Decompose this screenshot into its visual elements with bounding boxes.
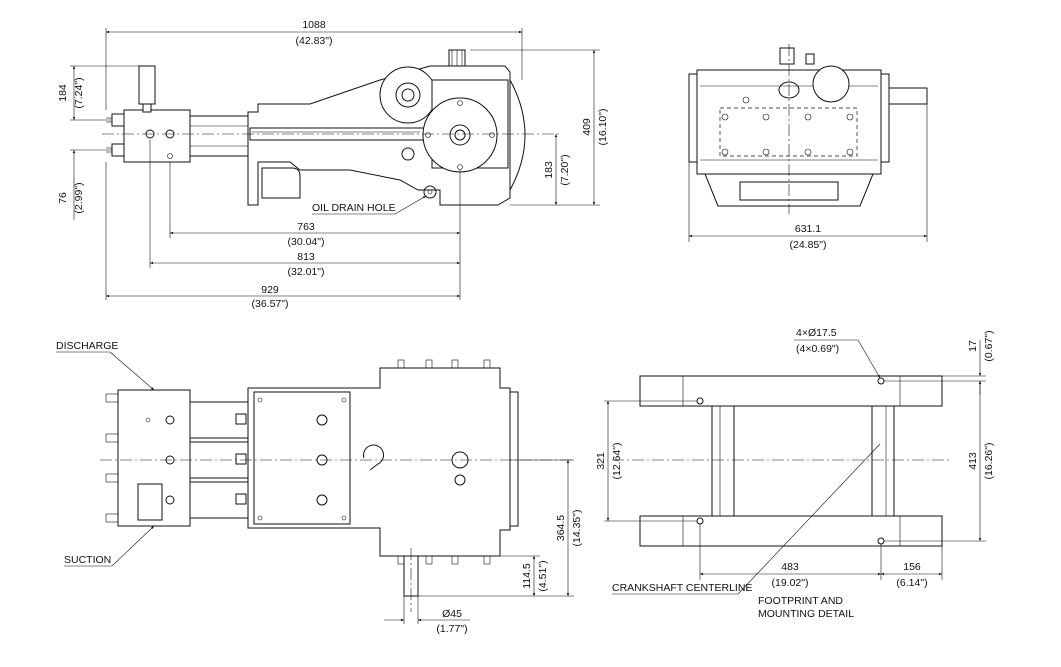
dim-321-mm: 321	[595, 452, 607, 470]
dim-183-mm: 183	[543, 161, 555, 179]
dim-114-mm: 114.5	[521, 563, 533, 589]
top-view	[100, 359, 572, 612]
dim-763-mm: 763	[297, 221, 315, 233]
dim-483-in: (19.02")	[772, 577, 809, 589]
dim-114-in: (4.51")	[537, 560, 549, 591]
dim-156-mm: 156	[903, 561, 921, 573]
dim-763-in: (30.04")	[288, 236, 325, 248]
dim-156-in: (6.14")	[896, 577, 927, 589]
shaft-dia-mm: Ø45	[442, 608, 462, 620]
dim-17-mm: 17	[967, 340, 979, 352]
dim-1088-in: (42.83")	[296, 35, 333, 47]
dim-76-in: (2.99")	[73, 182, 85, 213]
footprint-dimensions: 4×Ø17.5 (4×0.69") 17 (0.67") 413 (16.26"…	[595, 327, 995, 620]
dim-364-mm: 364.5	[555, 515, 567, 541]
side-view	[102, 49, 560, 206]
footprint-label-1: FOOTPRINT AND	[758, 595, 843, 607]
footprint-label-2: MOUNTING DETAIL	[758, 608, 854, 620]
dim-17-in: (0.67")	[983, 330, 995, 361]
dim-184-in: (7.24")	[73, 77, 85, 108]
dim-813-in: (32.01")	[288, 266, 325, 278]
side-view-dimensions	[70, 28, 600, 300]
dim-321-in: (12.64")	[611, 443, 623, 480]
dim-76-mm: 76	[57, 192, 69, 204]
dim-929-mm: 929	[261, 284, 279, 296]
hole-spec-mm: 4×Ø17.5	[796, 327, 837, 339]
dim-413-mm: 413	[967, 452, 979, 470]
suction-label: SUCTION	[64, 554, 111, 566]
oil-drain-label: OIL DRAIN HOLE	[312, 202, 396, 214]
dim-409-mm: 409	[581, 118, 593, 136]
dim-409-in: (16.10")	[597, 109, 609, 146]
discharge-label: DISCHARGE	[56, 340, 118, 352]
dim-1088-mm: 1088	[302, 19, 326, 31]
dim-483-mm: 483	[781, 561, 799, 573]
end-view	[688, 44, 928, 214]
side-view-dim-text: 1088 (42.83") 184 (7.24") 76 (2.99") 183…	[57, 19, 609, 310]
shaft-dia-in: (1.77")	[436, 623, 467, 635]
dim-413-in: (16.26")	[983, 443, 995, 480]
crankshaft-label: CRANKSHAFT CENTERLINE	[612, 582, 752, 594]
dim-813-mm: 813	[297, 251, 315, 263]
footprint-view	[612, 375, 950, 547]
end-view-dimensions: 631.1 (24.85")	[688, 104, 928, 251]
hole-spec-in: (4×0.69")	[796, 343, 839, 355]
dim-929-in: (36.57")	[252, 298, 289, 310]
dim-364-in: (14.35")	[571, 510, 583, 547]
dim-631-mm: 631.1	[795, 223, 821, 235]
dim-631-in: (24.85")	[790, 239, 827, 251]
dim-184-mm: 184	[57, 84, 69, 102]
top-view-dimensions: 364.5 (14.35") 114.5 (4.51") Ø45 (1.77")…	[56, 340, 583, 635]
dim-183-in: (7.20")	[559, 154, 571, 185]
